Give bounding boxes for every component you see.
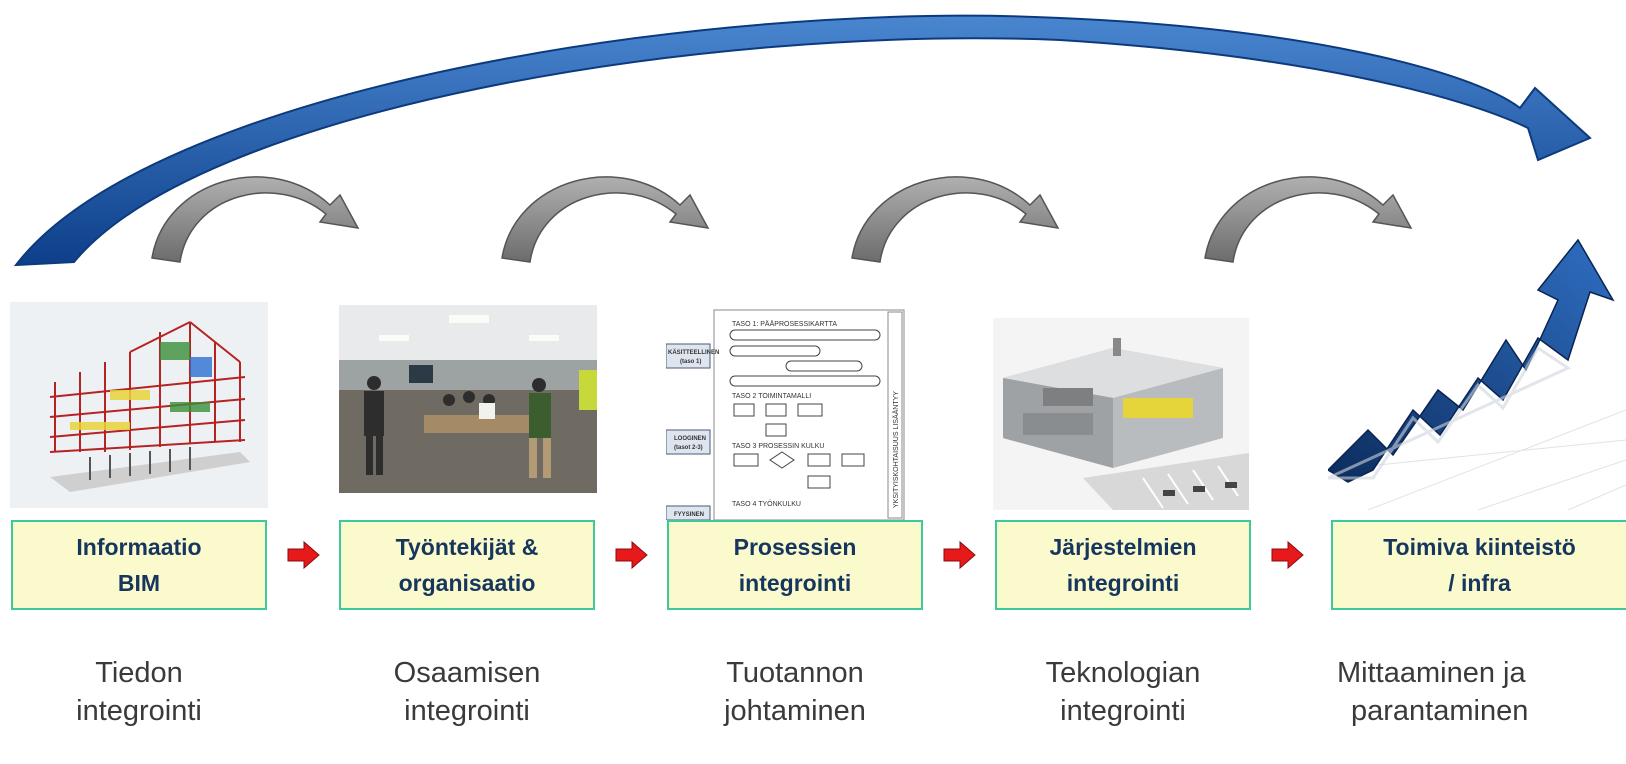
process-document-image: YKSITYISKOHTAISUUS LISÄÄNTYY TASO 1: PÄÄ… xyxy=(666,308,912,520)
step-caption-2: Osaamisen integrointi xyxy=(339,654,595,730)
bim-building-image xyxy=(10,302,268,508)
step-box-3: Prosessien integrointi xyxy=(667,520,923,610)
doc-level1: TASO 1: PÄÄPROSESSIKARTTA xyxy=(732,320,837,328)
step-caption-4-line1: Teknologian xyxy=(1045,657,1201,689)
step-arrow-2 xyxy=(615,540,648,570)
step-box-3-line1: Prosessien xyxy=(733,534,857,560)
step-arrow-4 xyxy=(1271,540,1304,570)
step-caption-5-line2: parantaminen xyxy=(1351,695,1529,727)
step-caption-3-line1: Tuotannon xyxy=(726,657,864,689)
step-caption-1-line2: integrointi xyxy=(76,695,202,727)
doc-level3: TASO 3 PROSESSIN KULKU xyxy=(732,443,824,450)
step-caption-4: Teknologian integrointi xyxy=(995,654,1251,730)
step-box-4: Järjestelmien integrointi xyxy=(995,520,1251,610)
curved-arrow-1 xyxy=(151,176,360,263)
doc-label-conceptual-2: (taso 1) xyxy=(680,359,701,365)
step-caption-3: Tuotannon johtaminen xyxy=(667,654,923,730)
step-box-1-line2: BIM xyxy=(117,570,161,596)
step-caption-1-line1: Tiedon xyxy=(95,657,183,689)
step-box-3-line2: integrointi xyxy=(738,570,852,596)
step-box-4-line1: Järjestelmien xyxy=(1049,534,1197,560)
doc-label-conceptual-1: KÄSITTEELLINEN xyxy=(668,349,719,356)
step-caption-1: Tiedon integrointi xyxy=(11,654,267,730)
step-box-2: Työntekijät & organisaatio xyxy=(339,520,595,610)
step-caption-2-line2: integrointi xyxy=(404,695,530,727)
step-box-5-line2: / infra xyxy=(1448,570,1511,596)
step-arrow-3 xyxy=(943,540,976,570)
step-caption-3-line2: johtaminen xyxy=(724,695,866,727)
curved-arrow-3 xyxy=(851,176,1060,263)
step-box-1: Informaatio BIM xyxy=(11,520,267,610)
curved-arrow-4 xyxy=(1204,176,1413,263)
step-box-1-line1: Informaatio xyxy=(76,534,202,560)
office-workers-image xyxy=(339,305,597,493)
growth-arrow-image xyxy=(1328,230,1626,510)
curved-arrow-2 xyxy=(501,176,710,263)
step-caption-2-line1: Osaamisen xyxy=(393,657,541,689)
step-box-5: Toimiva kiinteistö / infra xyxy=(1331,520,1626,610)
doc-label-logical-1: LOOGINEN xyxy=(674,436,706,442)
doc-level4: TASO 4 TYÖNKULKU xyxy=(732,500,801,508)
doc-label-logical-2: (tasot 2-3) xyxy=(674,445,703,451)
step-caption-5: Mittaaminen ja parantaminen xyxy=(1331,654,1626,730)
step-box-2-line2: organisaatio xyxy=(398,570,536,596)
step-box-4-line2: integrointi xyxy=(1066,570,1180,596)
doc-label-physical: FYYSINEN xyxy=(674,512,704,518)
step-arrow-1 xyxy=(287,540,320,570)
doc-side-text: YKSITYISKOHTAISUUS LISÄÄNTYY xyxy=(892,391,900,508)
step-caption-5-line1: Mittaaminen ja xyxy=(1337,657,1526,689)
step-caption-4-line2: integrointi xyxy=(1060,695,1186,727)
big-arc-arrow xyxy=(13,14,1592,267)
doc-level2: TASO 2 TOIMINTAMALLI xyxy=(732,393,811,400)
step-box-2-line1: Työntekijät & xyxy=(395,534,539,560)
building-systems-image xyxy=(993,318,1249,510)
step-box-5-line1: Toimiva kiinteistö xyxy=(1383,534,1576,560)
